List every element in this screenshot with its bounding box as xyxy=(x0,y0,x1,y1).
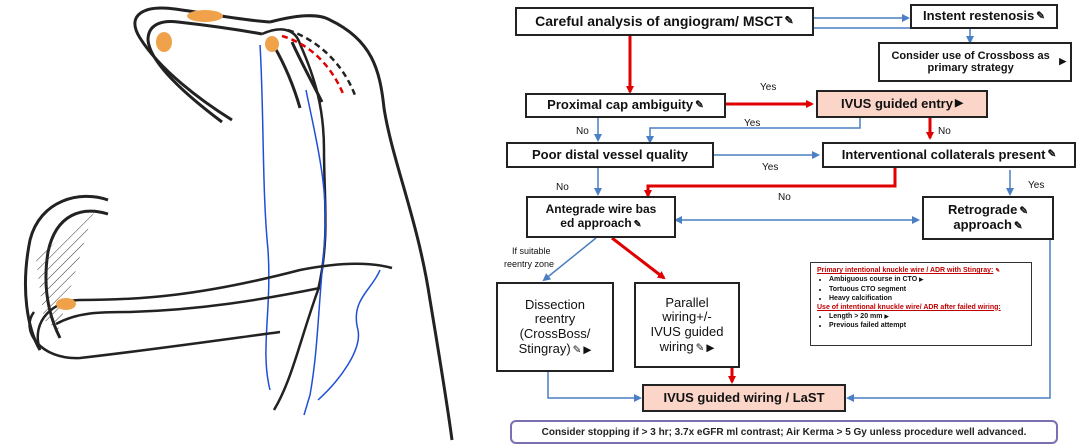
edit-note-icon: ✎ xyxy=(995,268,1001,274)
wire-blue-1 xyxy=(259,44,271,391)
box-crossboss: Consider use of Crossboss as primary str… xyxy=(878,42,1072,82)
box-interventional-collaterals: Interventional collaterals present✎ xyxy=(822,142,1076,168)
knuckle-list2: Length > 20 mm▶ Previous failed attempt xyxy=(817,312,1025,330)
box-proximal-cap: Proximal cap ambiguity✎ xyxy=(525,93,726,118)
edit-note-icon: ✎ xyxy=(572,344,582,356)
edit-note-icon: ✎ xyxy=(1013,221,1023,232)
edit-note-icon: ✎ xyxy=(1019,206,1029,218)
box-retrograde-line1: Retrograde xyxy=(947,202,1018,218)
box-ivus-entry-text: IVUS guided entry xyxy=(841,95,953,111)
lower-vessel-top xyxy=(36,262,393,351)
lesion-4 xyxy=(56,298,76,310)
box-proximal-text: Proximal cap ambiguity xyxy=(547,97,694,113)
knuckle-list1: Ambiguous course in CTO▶ Tortuous CTO se… xyxy=(817,275,1025,302)
stopping-note: Consider stopping if > 3 hr; 3.7x eGFR m… xyxy=(510,420,1058,444)
knuckle-item: Tortuous CTO segment xyxy=(829,285,1025,294)
box-ivus-guided-wiring: IVUS guided wiring / LaST xyxy=(642,384,846,412)
edit-note-icon: ✎ xyxy=(784,15,794,28)
edit-note-icon: ✎ xyxy=(695,99,704,111)
label-suitable-1: If suitable xyxy=(512,246,551,256)
wire-blue-2 xyxy=(303,89,327,416)
video-camera-icon: ▶ xyxy=(954,98,963,110)
lesion-3 xyxy=(265,36,279,52)
video-camera-icon: ▶ xyxy=(919,277,924,284)
box-parallel-line4: wiring xyxy=(659,338,694,354)
box-dissection-line1: Dissection xyxy=(525,296,585,312)
label-no-poor-antegrade: No xyxy=(556,182,569,193)
video-camera-icon: ▶ xyxy=(706,342,715,354)
label-suitable-2: reentry zone xyxy=(504,259,555,269)
edit-note-icon: ✎ xyxy=(633,218,642,230)
video-camera-icon: ▶ xyxy=(1059,56,1066,67)
label-yes-poor-interventional: Yes xyxy=(762,162,779,173)
occlusion-dash-red xyxy=(281,34,346,97)
box-parallel-line3: IVUS guided xyxy=(650,323,724,339)
arrow-interventional-antegrade xyxy=(644,168,897,198)
branch-hatched-segment xyxy=(36,200,102,330)
arrow-antegrade-dissection xyxy=(542,237,597,282)
label-no-ivus-interventional: No xyxy=(938,126,951,137)
arrow-careful-crossboss xyxy=(814,27,974,44)
label-no-interventional-antegrade: No xyxy=(778,192,791,203)
arrow-antegrade-parallel xyxy=(611,236,666,280)
wire-blue-3 xyxy=(317,269,381,401)
arrow-dissection-ivus-wiring xyxy=(547,372,642,402)
box-instent-text: Instent restenosis xyxy=(923,8,1035,24)
video-camera-icon: ▶ xyxy=(583,344,592,356)
box-careful-analysis: Careful analysis of angiogram/ MSCT✎ xyxy=(515,7,814,36)
vessel-right-inner xyxy=(261,28,327,411)
box-parallel-wiring: Parallel wiring+/- IVUS guided wiring✎▶ xyxy=(634,282,740,368)
stopping-note-text: Consider stopping if > 3 hr; 3.7x eGFR m… xyxy=(541,426,1027,438)
box-antegrade-line1: Antegrade wire bas xyxy=(545,202,657,217)
box-dissection-reentry: Dissection reentry (CrossBoss/ Stingray)… xyxy=(496,282,614,372)
occlusion-dash-black xyxy=(287,28,358,99)
box-ivus-wiring-text: IVUS guided wiring / LaST xyxy=(663,389,825,405)
box-retrograde-line2: approach xyxy=(953,217,1012,232)
lesion-2 xyxy=(156,32,172,52)
box-parallel-line2: wiring+/- xyxy=(662,309,712,325)
edit-note-icon: ✎ xyxy=(1036,10,1045,22)
label-yes-interventional-retrograde: Yes xyxy=(1028,180,1045,191)
knuckle-item: Heavy calcification xyxy=(829,294,1025,303)
knuckle-item: Previous failed attempt xyxy=(829,321,1025,330)
label-yes-ivus-poor: Yes xyxy=(744,118,761,129)
box-dissection-line2: reentry xyxy=(534,311,576,327)
label-no-proximal-poor: No xyxy=(576,126,589,137)
arrow-ivus-poor xyxy=(646,118,861,144)
vessel-top-inner xyxy=(146,20,263,124)
box-interventional-text: Interventional collaterals present xyxy=(841,146,1046,162)
lower-vessel-mid xyxy=(55,286,321,326)
box-antegrade: Antegrade wire bas ed approach✎ xyxy=(526,196,676,238)
knuckle-item: Length > 20 mm xyxy=(829,312,883,320)
box-crossboss-text: Consider use of Crossboss as primary str… xyxy=(891,49,1050,74)
edit-note-icon: ✎ xyxy=(695,342,705,354)
box-careful-analysis-text: Careful analysis of angiogram/ MSCT xyxy=(535,12,783,29)
label-yes-proximal-ivus: Yes xyxy=(760,82,777,93)
box-instent-restenosis: Instent restenosis✎ xyxy=(910,4,1058,29)
box-ivus-guided-entry: IVUS guided entry▶ xyxy=(816,90,988,118)
vessel-illustration xyxy=(24,6,454,441)
knuckle-title1: Primary intentional knuckle wire / ADR w… xyxy=(817,267,994,274)
video-camera-icon: ▶ xyxy=(884,313,889,320)
lower-vessel-bottom xyxy=(28,311,281,360)
knuckle-item: Ambiguous course in CTO xyxy=(829,276,918,284)
lesion-1 xyxy=(187,10,223,22)
arrow-retrograde-ivus-wiring xyxy=(846,240,1051,402)
vessel-right-outer xyxy=(269,14,454,441)
box-dissection-line3: (CrossBoss/ xyxy=(519,325,591,341)
box-dissection-line4: Stingray) xyxy=(518,340,571,356)
box-poor-distal: Poor distal vessel quality xyxy=(506,142,714,168)
box-retrograde: Retrograde✎ approach✎ xyxy=(922,196,1054,240)
box-antegrade-line2: ed approach xyxy=(560,215,632,230)
box-parallel-line1: Parallel xyxy=(665,294,709,310)
knuckle-title2: Use of intentional knuckle wire/ ADR aft… xyxy=(817,303,1001,311)
box-poor-text: Poor distal vessel quality xyxy=(531,146,689,162)
knuckle-wire-box: Primary intentional knuckle wire / ADR w… xyxy=(810,262,1032,346)
edit-note-icon: ✎ xyxy=(1047,149,1057,161)
